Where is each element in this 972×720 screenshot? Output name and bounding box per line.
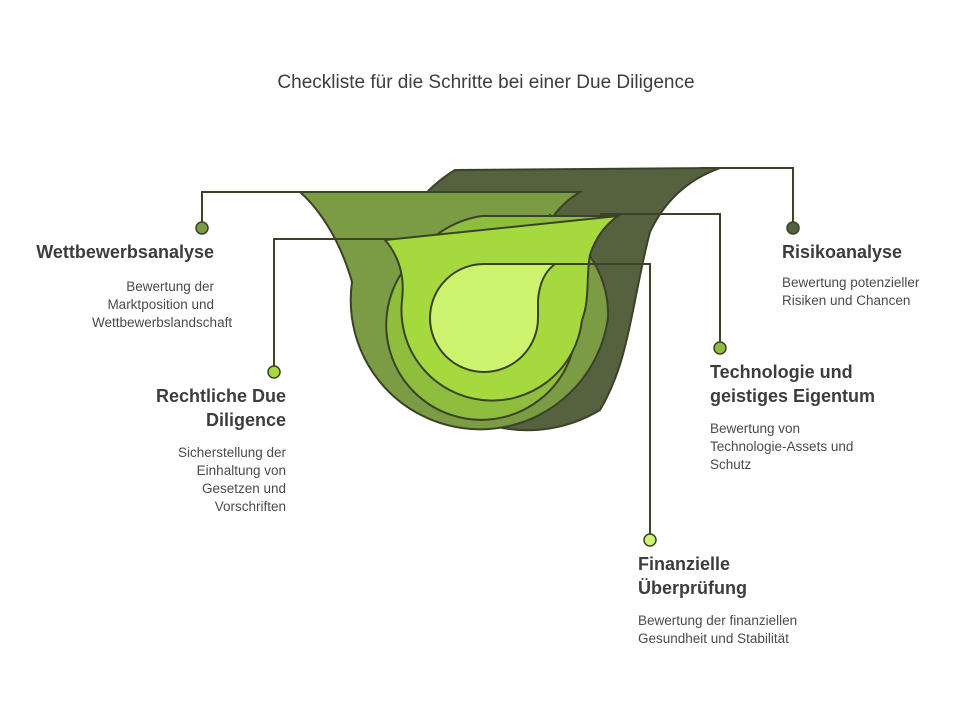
connector-wettbewerbsanalyse: [201, 191, 310, 228]
rechtliche-title: Rechtliche Due Diligence: [155, 386, 286, 430]
finanzielle-description: Bewertung der finanziellen Gesundheit un…: [638, 613, 798, 646]
risikoanalyse-description: Bewertung potenzieller Risiken und Chanc…: [782, 275, 920, 308]
wettbewerbsanalyse-title: Wettbewerbsanalyse: [36, 242, 214, 262]
layer-5-finanzielle: [428, 262, 559, 373]
layer-5-shape: [428, 262, 559, 373]
connector-risikoanalyse: [700, 167, 794, 228]
dot-rechtliche: [267, 365, 281, 379]
dot-technologie: [713, 341, 727, 355]
connector-technologie: [600, 213, 721, 348]
connector-finanzielle: [485, 263, 651, 540]
dot-risikoanalyse: [786, 221, 800, 235]
technologie-description: Bewertung von Technologie-Assets und Sch…: [710, 421, 854, 472]
label-risikoanalyse: Risikoanalyse Bewertung potenzieller Ris…: [782, 240, 962, 310]
wettbewerbsanalyse-description: Bewertung der Marktposition und Wettbewe…: [92, 279, 233, 330]
connectors: [201, 167, 794, 540]
label-finanzielle: Finanzielle Überprüfung Bewertung der fi…: [638, 552, 808, 648]
dot-wettbewerbsanalyse: [195, 221, 209, 235]
finanzielle-title: Finanzielle Überprüfung: [638, 554, 747, 598]
connector-rechtliche: [273, 238, 392, 372]
technologie-title: Technologie und geistiges Eigentum: [710, 362, 876, 406]
rechtliche-description: Sicherstellung der Einhaltung von Gesetz…: [177, 445, 286, 514]
dot-finanzielle: [643, 533, 657, 547]
label-wettbewerbsanalyse: Wettbewerbsanalyse Bewertung der Marktpo…: [14, 240, 233, 332]
label-rechtliche: Rechtliche Due Diligence Sicherstellung …: [136, 384, 286, 516]
diagram-title: Checkliste für die Schritte bei einer Du…: [277, 72, 695, 93]
risikoanalyse-title: Risikoanalyse: [782, 242, 903, 262]
label-technologie: Technologie und geistiges Eigentum Bewer…: [710, 360, 880, 474]
